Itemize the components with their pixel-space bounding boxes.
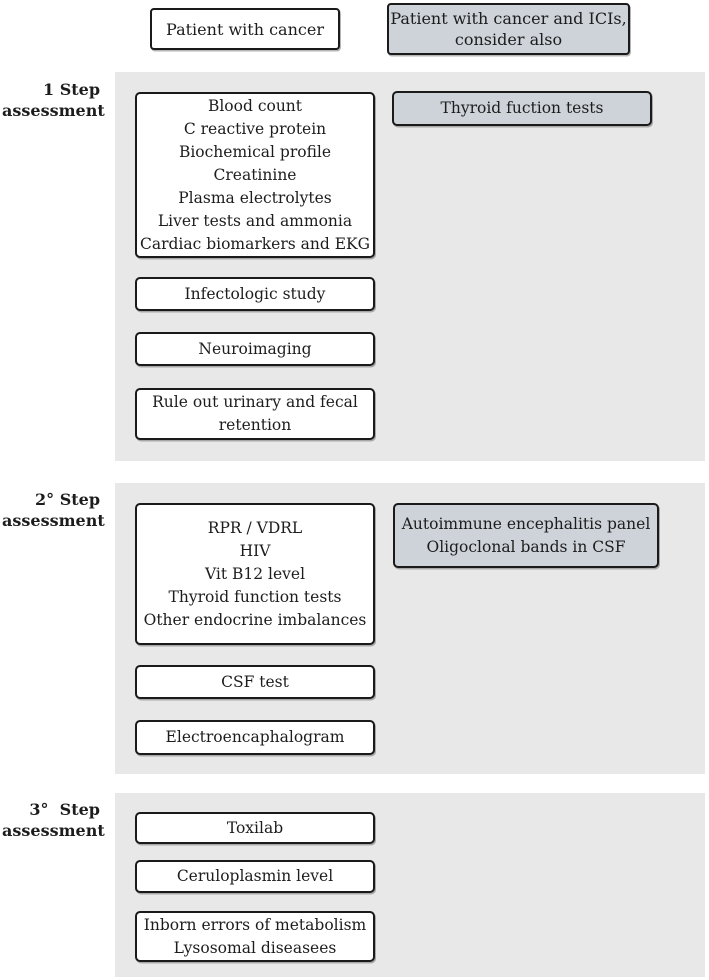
text-line: Ceruloplasmin level	[176, 867, 334, 885]
text-line: assessment	[2, 101, 105, 120]
text-line: Blood count	[207, 96, 303, 115]
text-line: Patient with cancer	[166, 19, 324, 39]
step3-label: 3° Step assessment	[2, 799, 105, 841]
csf-test-box: CSF test	[135, 665, 375, 699]
text-line: Thyroid fuction tests	[440, 99, 604, 117]
patient-with-cancer-and-icis-header-box: Patient with cancer and ICIs, consider al…	[387, 3, 630, 55]
text-line: Other endocrine imbalances	[143, 610, 367, 629]
text-line: Oligoclonal bands in CSF	[426, 537, 626, 556]
text-line: Lysosomal diseasees	[173, 938, 337, 957]
electroencephalogram-box: Electroencaphalogram	[135, 720, 375, 755]
text-line: Inborn errors of metabolism	[143, 915, 367, 934]
text-line: retention	[218, 416, 292, 434]
text-line: Thyroid function tests	[168, 587, 342, 606]
text-line: Vit B12 level	[204, 564, 306, 583]
text-line: Infectologic study	[184, 284, 326, 303]
text-line: 1 Step	[42, 80, 100, 99]
text-line: RPR / VDRL	[207, 518, 303, 537]
urinary-fecal-retention-box: Rule out urinary and fecal retention	[135, 388, 375, 440]
text-line: C reactive protein	[183, 119, 327, 138]
text-line: assessment	[2, 821, 105, 840]
patient-with-cancer-header-box: Patient with cancer	[150, 8, 340, 50]
step2-label: 2° Step assessment	[2, 489, 105, 531]
text-line: Cardiac biomarkers and EKG	[139, 234, 370, 253]
infectologic-study-box: Infectologic study	[135, 277, 375, 311]
text-line: consider also	[454, 30, 563, 49]
text-line: Liver tests and ammonia	[157, 211, 353, 230]
text-line: Rule out urinary and fecal	[152, 393, 358, 411]
text-line: 3° Step	[29, 800, 100, 819]
text-line: assessment	[2, 511, 105, 530]
ceruloplasmin-level-box: Ceruloplasmin level	[135, 860, 375, 893]
text-line: 2° Step	[34, 490, 100, 509]
text-line: Creatinine	[213, 165, 297, 184]
text-line: Autoimmune encephalitis panel	[401, 514, 651, 533]
text-line: HIV	[239, 541, 271, 560]
thyroid-function-tests-box: Thyroid fuction tests	[392, 91, 652, 126]
neuroimaging-box: Neuroimaging	[135, 332, 375, 366]
text-line: Electroencaphalogram	[165, 728, 345, 746]
text-line: Toxilab	[226, 818, 284, 837]
text-line: Neuroimaging	[198, 339, 312, 358]
text-line: Biochemical profile	[178, 142, 332, 161]
step1-label: 1 Step assessment	[2, 79, 105, 121]
toxilab-box: Toxilab	[135, 812, 375, 844]
text-line: CSF test	[221, 672, 289, 691]
text-line: Patient with cancer and ICIs,	[390, 9, 627, 28]
text-line: Plasma electrolytes	[178, 188, 332, 207]
